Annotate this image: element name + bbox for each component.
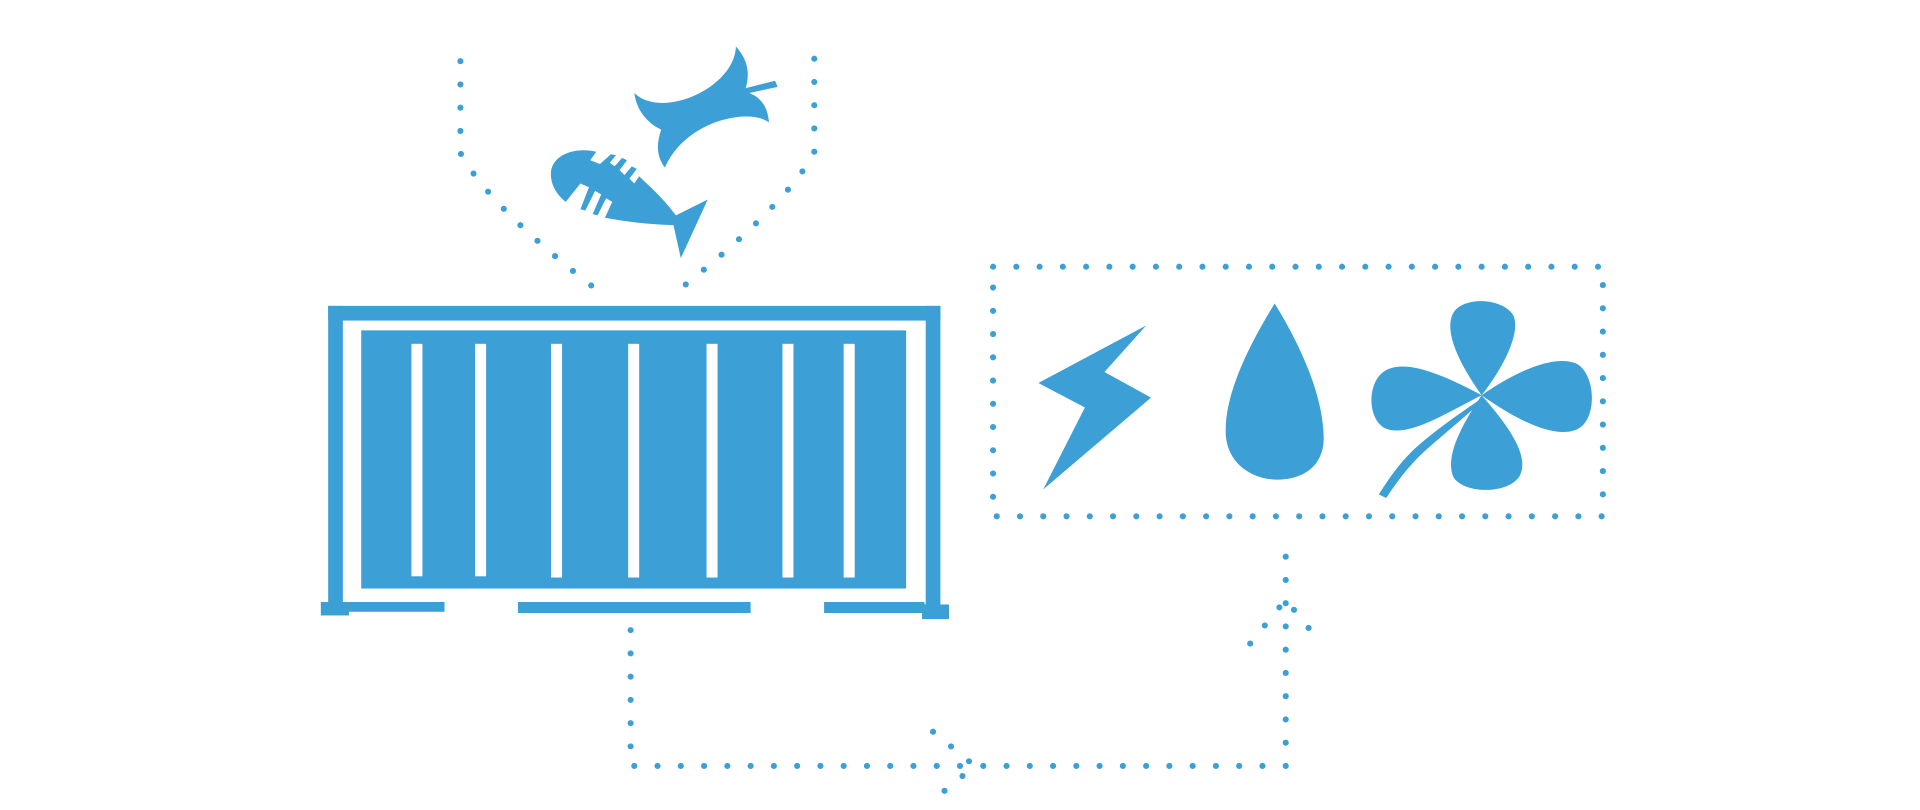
flow-dotted-line — [627, 535, 1289, 770]
fish-bone-icon — [550, 150, 708, 259]
fan-icon — [1371, 301, 1592, 498]
water-drop-icon — [1225, 303, 1324, 480]
lightning-bolt-icon — [1038, 325, 1152, 490]
up-arrow-icon — [1247, 594, 1325, 647]
outputs-dotted-box — [990, 263, 1606, 520]
fish-icon — [634, 46, 778, 168]
shipping-container-icon — [320, 305, 949, 620]
